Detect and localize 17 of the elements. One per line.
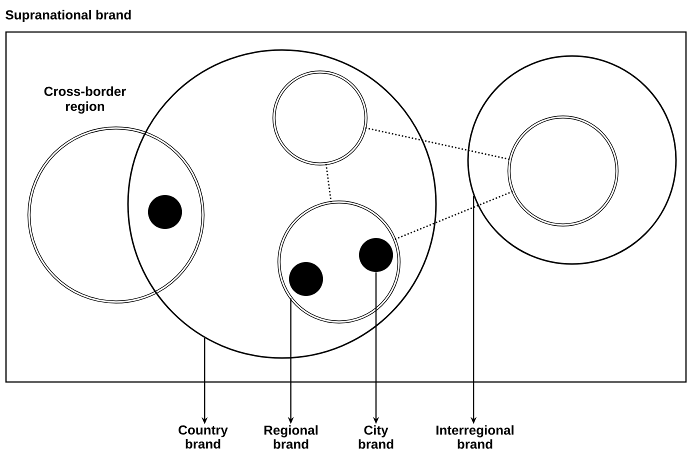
node-label: Cross-border region	[44, 86, 126, 114]
circle	[467, 55, 677, 265]
dotted-line	[365, 127, 510, 160]
caption-label: Interregional brand	[436, 425, 514, 449]
double-circle	[508, 116, 618, 226]
node-label: Supranational brand	[6, 10, 131, 22]
dotted-line	[394, 190, 513, 240]
circle	[127, 49, 437, 359]
caption-label: Country brand	[178, 425, 228, 449]
dotted-line	[325, 164, 332, 202]
caption-label: City brand	[358, 425, 394, 449]
caption-label: Regional brand	[264, 425, 318, 449]
double-circle	[272, 70, 368, 166]
double-circle	[278, 200, 400, 324]
dot	[289, 262, 323, 296]
dot	[148, 195, 182, 229]
dot	[359, 238, 393, 272]
